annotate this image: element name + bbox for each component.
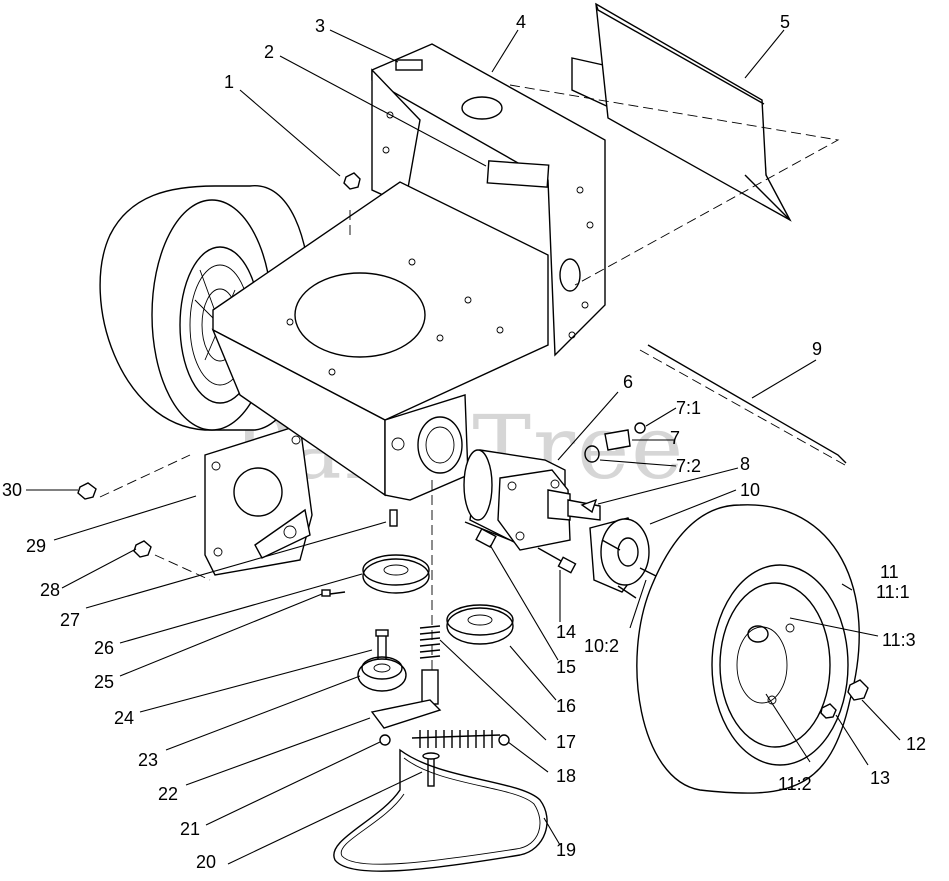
drive-belt bbox=[333, 748, 548, 872]
callout-13: 13 bbox=[870, 768, 890, 788]
callout-9: 9 bbox=[812, 339, 822, 359]
callout-7: 7 bbox=[670, 428, 680, 448]
callout-1: 1 bbox=[224, 72, 234, 92]
wheel-hub bbox=[589, 517, 661, 599]
callout-22: 22 bbox=[158, 784, 178, 804]
callout-5: 5 bbox=[780, 12, 790, 32]
callout-7-1: 7:1 bbox=[676, 398, 701, 418]
callout-11-2: 11:2 bbox=[778, 774, 812, 794]
callout-29: 29 bbox=[26, 536, 46, 556]
callout-12: 12 bbox=[906, 734, 926, 754]
callout-24: 24 bbox=[114, 708, 134, 728]
callout-18: 18 bbox=[556, 766, 576, 786]
pulley-assembly bbox=[321, 509, 514, 787]
leader-lines bbox=[26, 29, 901, 865]
callout-23: 23 bbox=[138, 750, 158, 770]
right-wheel bbox=[636, 504, 860, 794]
control-rod bbox=[647, 344, 847, 464]
callout-30: 30 bbox=[2, 480, 22, 500]
callout-20: 20 bbox=[196, 852, 216, 872]
callout-11-1: 11:1 bbox=[876, 582, 910, 602]
hex-nut-12 bbox=[847, 679, 869, 701]
callout-6: 6 bbox=[623, 372, 633, 392]
callout-4: 4 bbox=[516, 12, 526, 32]
callout-14: 14 bbox=[556, 622, 576, 642]
fitting-parts bbox=[580, 422, 646, 514]
callout-3: 3 bbox=[315, 16, 325, 36]
callout-25: 25 bbox=[94, 672, 114, 692]
callout-11: 11 bbox=[880, 562, 899, 582]
rear-shield bbox=[571, 2, 792, 222]
callout-27: 27 bbox=[60, 610, 80, 630]
callout-26: 26 bbox=[94, 638, 114, 658]
callout-16: 16 bbox=[556, 696, 576, 716]
hex-nut-30 bbox=[77, 482, 97, 500]
callout-21: 21 bbox=[180, 819, 200, 839]
callout-17: 17 bbox=[556, 732, 576, 752]
callout-10-2: 10:2 bbox=[584, 636, 619, 656]
callout-28: 28 bbox=[40, 580, 60, 600]
side-mount-plate bbox=[204, 424, 313, 576]
hex-nut-1 bbox=[343, 172, 361, 190]
main-frame bbox=[211, 43, 606, 501]
callout-19: 19 bbox=[556, 840, 576, 860]
hex-nut-28 bbox=[133, 540, 152, 558]
callout-15: 15 bbox=[556, 657, 576, 677]
callout-11-3: 11:3 bbox=[882, 630, 916, 650]
callout-2: 2 bbox=[264, 42, 274, 62]
callout-7-2: 7:2 bbox=[676, 456, 701, 476]
hydro-motor bbox=[463, 449, 601, 574]
hex-nut-13 bbox=[820, 703, 837, 719]
callout-10: 10 bbox=[740, 480, 760, 500]
callout-labels: 1 2 3 4 5 6 7 7:1 7:2 8 9 10 10:2 11 11:… bbox=[2, 12, 926, 872]
callout-8: 8 bbox=[740, 454, 750, 474]
